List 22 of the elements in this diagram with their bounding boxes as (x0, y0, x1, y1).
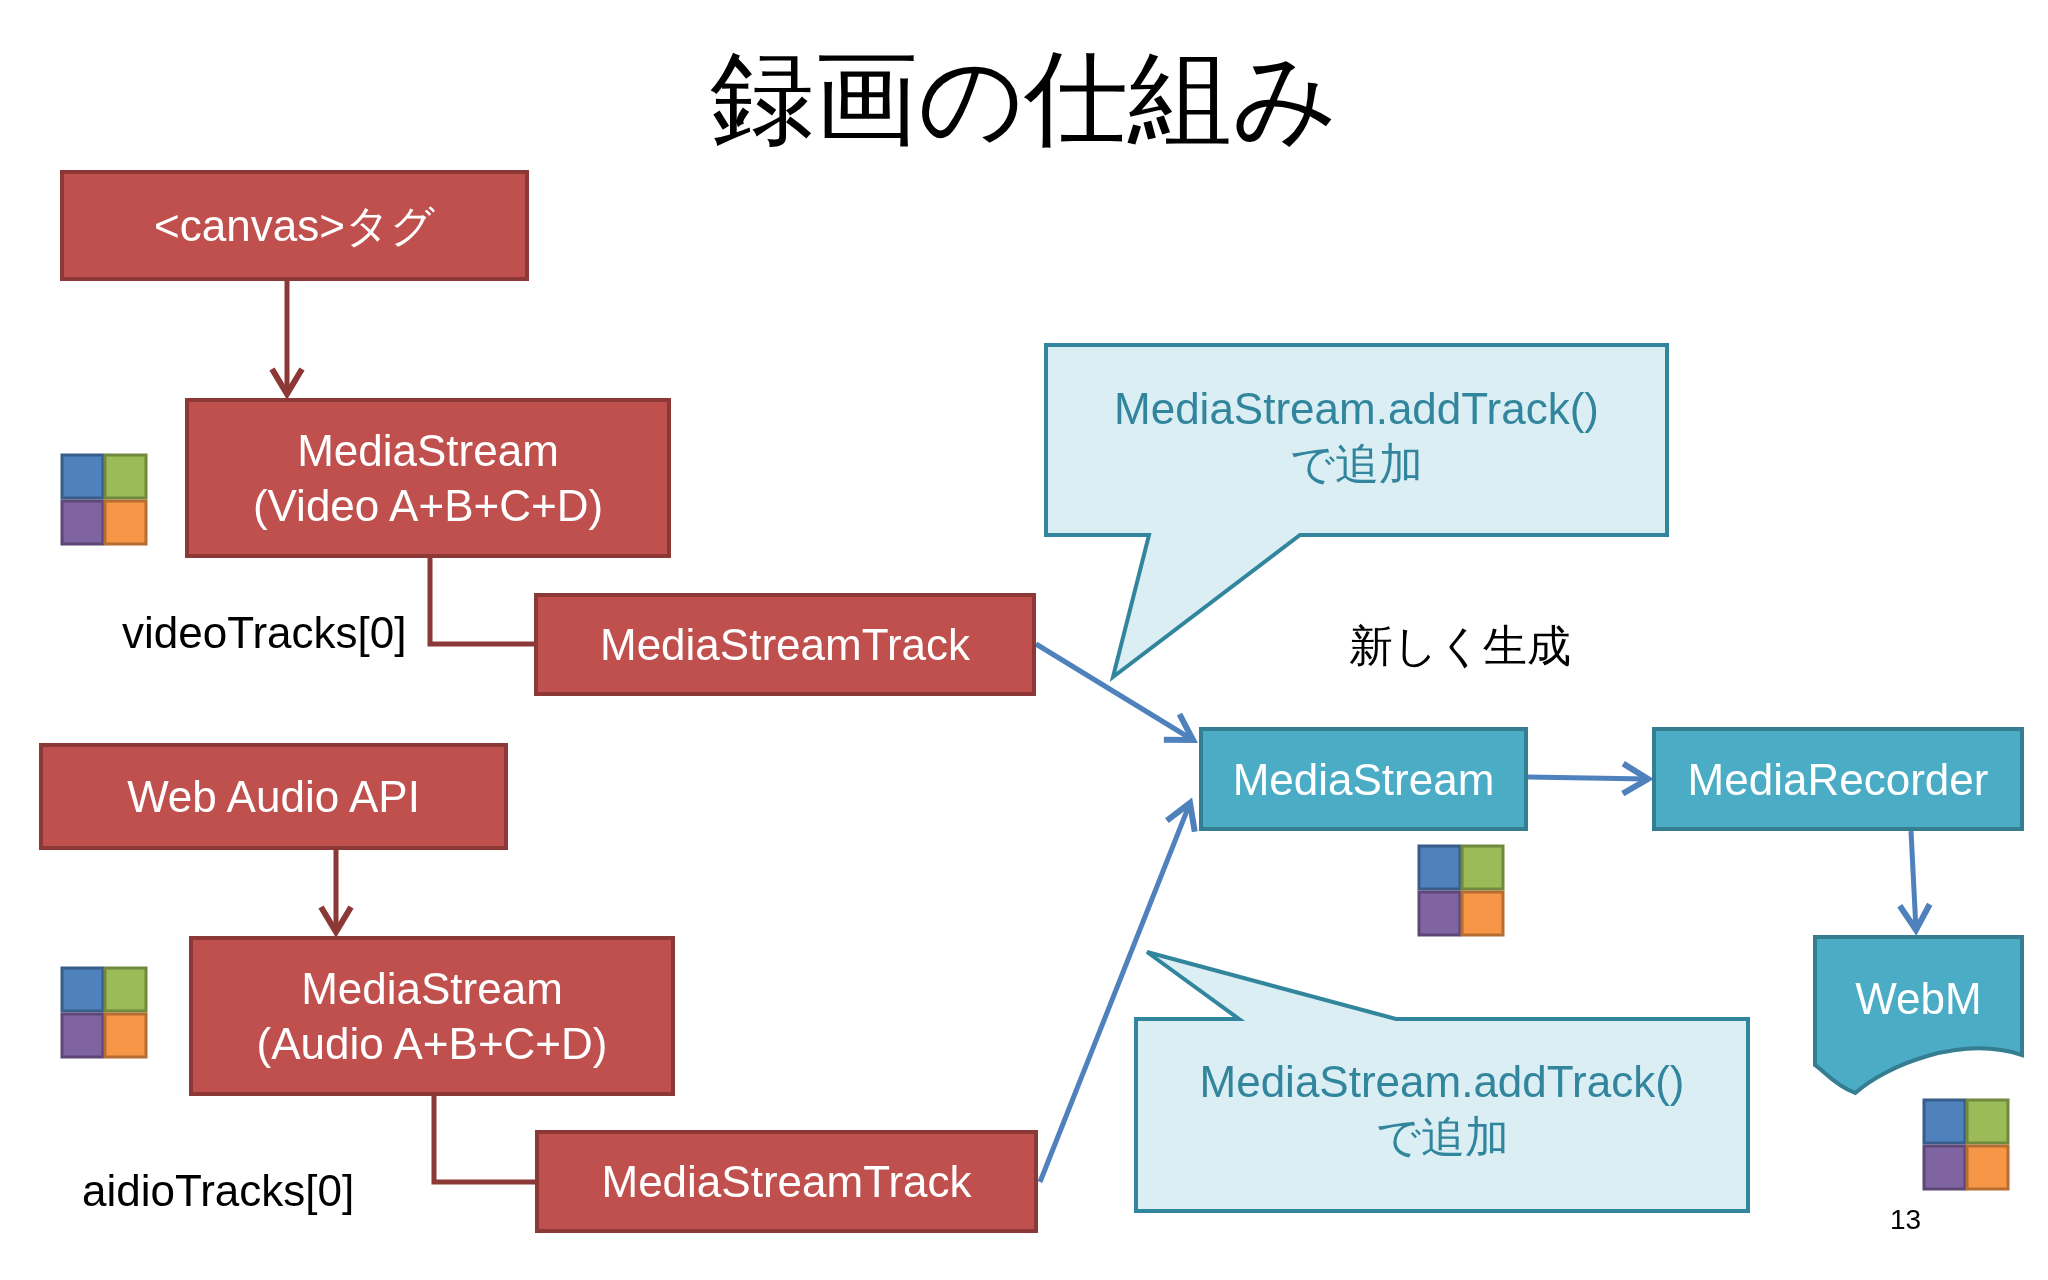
process-box: MediaStream (1199, 727, 1528, 831)
connector-line (427, 558, 534, 647)
arrow (1037, 800, 1198, 1183)
process-box: MediaStream (Video A+B+C+D) (185, 398, 671, 558)
title: 録画の仕組み (709, 36, 1339, 161)
process-box: MediaRecorder (1652, 727, 2024, 831)
arrow (269, 281, 305, 397)
process-box: <canvas>タグ (60, 170, 529, 281)
document-shape: WebM (1813, 935, 2024, 1095)
track-label: aidioTracks[0] (82, 1166, 355, 1216)
arrow (1896, 830, 1933, 933)
connector-line (431, 1096, 535, 1185)
page-number: 13 (1890, 1204, 1922, 1236)
track-label: videoTracks[0] (122, 608, 407, 658)
process-box: Web Audio API (39, 743, 508, 850)
process-box: MediaStream (Audio A+B+C+D) (189, 936, 675, 1096)
arrow (318, 850, 354, 935)
speech-bubble: MediaStream.addTrack() で追加 (1134, 950, 1750, 1213)
process-box: MediaStreamTrack (535, 1130, 1038, 1233)
process-box: MediaStreamTrack (534, 593, 1036, 696)
caption-text: 新しく生成 (1349, 619, 1571, 673)
arrow (1527, 760, 1651, 797)
